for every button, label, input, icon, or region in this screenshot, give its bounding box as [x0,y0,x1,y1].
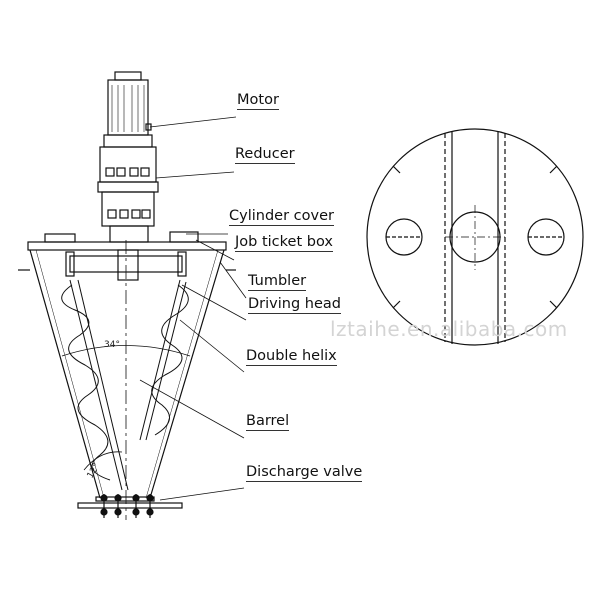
label-motor: Motor [237,92,279,110]
motor-shape [107,71,152,136]
top-view-drawing [366,128,584,346]
label-reducer: Reducer [235,146,295,164]
discharge-valve-shape [77,494,183,518]
double-helix-shape [61,279,189,491]
label-discharge-valve: Discharge valve [246,464,363,482]
label-driving-head: Driving head [248,296,341,314]
reducer-shape [97,134,159,227]
label-double-helix: Double helix [246,348,337,366]
barrel-shape [29,240,225,520]
label-cylinder-cover: Cylinder cover [229,208,334,226]
cone-angle-label: 34° [104,340,120,350]
leader-lines [139,116,247,501]
label-job-ticket-box: Job ticket box [235,234,333,252]
label-barrel: Barrel [246,413,290,431]
label-tumbler: Tumbler [248,273,307,291]
cylinder-cover-shape [18,225,236,271]
watermark: lztaihe.en.alibaba.com [330,317,568,341]
